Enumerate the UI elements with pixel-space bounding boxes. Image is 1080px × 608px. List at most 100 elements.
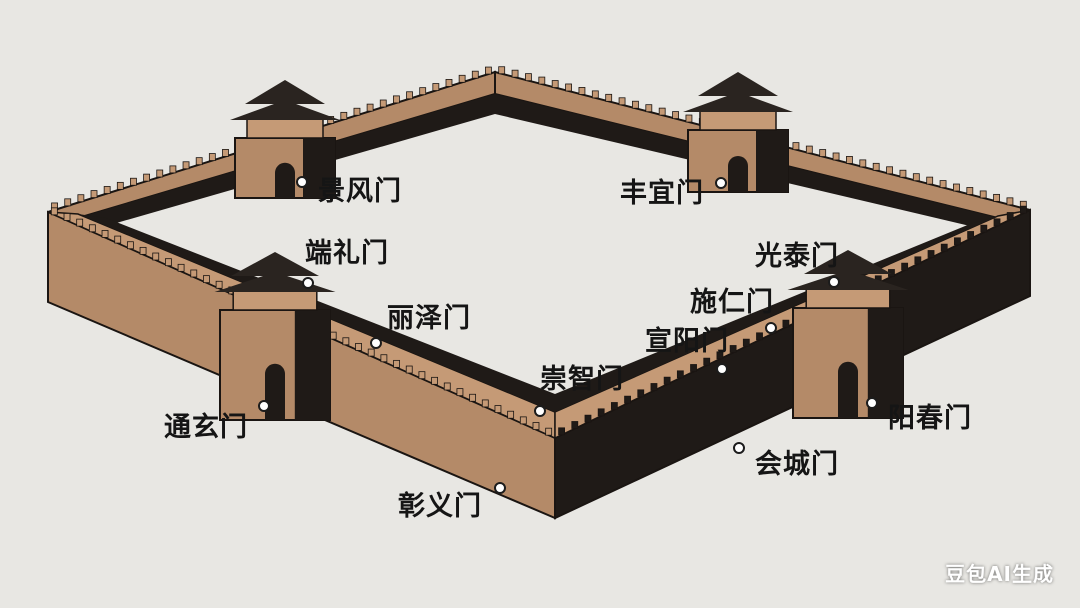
gate-marker-huicheng: [733, 442, 745, 454]
battlement: [342, 337, 350, 346]
battlement: [130, 177, 137, 186]
battlement: [114, 235, 122, 244]
gate-tower-shadow-side: [303, 138, 335, 198]
battlement: [663, 376, 671, 385]
battlement: [222, 149, 229, 157]
battlement: [507, 410, 515, 419]
gate-label-chongzhi: 崇智门: [540, 364, 624, 395]
battlement: [899, 169, 907, 178]
gate-marker-jingfeng: [296, 176, 308, 188]
gate-archway: [275, 162, 295, 198]
battlement: [578, 87, 586, 95]
battlement: [1006, 197, 1014, 206]
gate-pavilion-upper-roof: [804, 250, 892, 274]
battlement: [685, 114, 693, 123]
battlement: [658, 107, 666, 116]
gate-archway: [728, 155, 748, 192]
gate-marker-tongxuan: [258, 400, 270, 412]
gate-tower-north-east: [683, 72, 793, 193]
battlement: [393, 359, 400, 368]
battlement: [405, 365, 413, 374]
battlement: [195, 157, 203, 166]
gate-marker-guangtai: [828, 276, 840, 288]
battlement: [637, 389, 645, 398]
battlement: [498, 66, 506, 75]
battlement: [819, 149, 827, 157]
gate-label-zhangyi: 彰义门: [398, 491, 482, 522]
battlement: [203, 275, 210, 284]
battlement: [353, 107, 361, 116]
battlement: [380, 354, 388, 363]
gate-marker-duanli: [302, 277, 314, 289]
battlement: [859, 159, 867, 168]
battlement: [165, 258, 172, 267]
battlement: [143, 173, 151, 182]
battlement: [469, 393, 477, 402]
battlement: [927, 250, 935, 258]
battlement: [139, 246, 147, 255]
battlement: [967, 231, 975, 239]
battlement: [872, 162, 880, 171]
gate-label-lize: 丽泽门: [387, 303, 471, 334]
battlement: [742, 338, 750, 347]
gate-pavilion-upper-roof: [698, 72, 778, 96]
gate-label-yangchun: 阳春门: [888, 403, 972, 434]
gate-label-duanli: 端礼门: [305, 238, 389, 269]
battlement: [558, 427, 565, 436]
battlements: [50, 66, 1027, 436]
battlement: [914, 256, 922, 265]
battlement: [456, 388, 464, 397]
gate-marker-yangchun: [866, 397, 878, 409]
battlement: [215, 280, 223, 289]
battlement: [355, 343, 362, 351]
battlement: [329, 331, 337, 340]
battlement: [169, 165, 177, 174]
battlement: [886, 166, 893, 175]
battlement: [406, 91, 413, 100]
battlement: [76, 218, 84, 227]
battlement: [481, 399, 489, 408]
gate-tower-shadow-side: [294, 310, 330, 420]
battlement: [485, 66, 492, 75]
battlement: [632, 100, 639, 109]
watermark: 豆包AI生成: [945, 562, 1054, 586]
battlement: [88, 224, 96, 233]
battlement: [584, 414, 592, 423]
battlement: [832, 152, 840, 161]
gate-label-xuanyang: 宣阳门: [645, 326, 729, 357]
battlement: [519, 416, 527, 425]
gate-archway: [265, 363, 285, 420]
battlement: [443, 382, 451, 391]
battlement: [431, 376, 438, 385]
battlement: [90, 190, 98, 198]
gate-marker-xuanyang: [716, 363, 728, 375]
battlement: [532, 422, 540, 430]
battlement: [64, 198, 72, 207]
battlement: [756, 332, 763, 341]
battlement: [190, 269, 198, 278]
gate-marker-chongzhi: [534, 405, 546, 417]
battlement: [676, 370, 684, 379]
battlement: [792, 142, 800, 151]
battlement: [993, 193, 1000, 202]
gate-label-guangtai: 光泰门: [755, 241, 839, 272]
battlement: [605, 93, 613, 102]
battlement: [432, 83, 440, 91]
gate-marker-lize: [370, 337, 382, 349]
battlement: [610, 402, 618, 410]
battlement: [471, 70, 479, 79]
battlement: [966, 187, 974, 195]
battlement: [650, 383, 658, 391]
battlement: [979, 190, 987, 199]
battlement: [846, 156, 853, 164]
battlement: [367, 348, 375, 357]
battlement: [419, 87, 427, 96]
battlement: [1006, 212, 1014, 220]
battlement: [993, 218, 1001, 227]
battlement: [511, 69, 519, 78]
battlement: [624, 395, 631, 404]
gate-label-shiren: 施仁门: [690, 287, 774, 318]
battlement: [379, 99, 387, 108]
battlement: [101, 230, 109, 238]
